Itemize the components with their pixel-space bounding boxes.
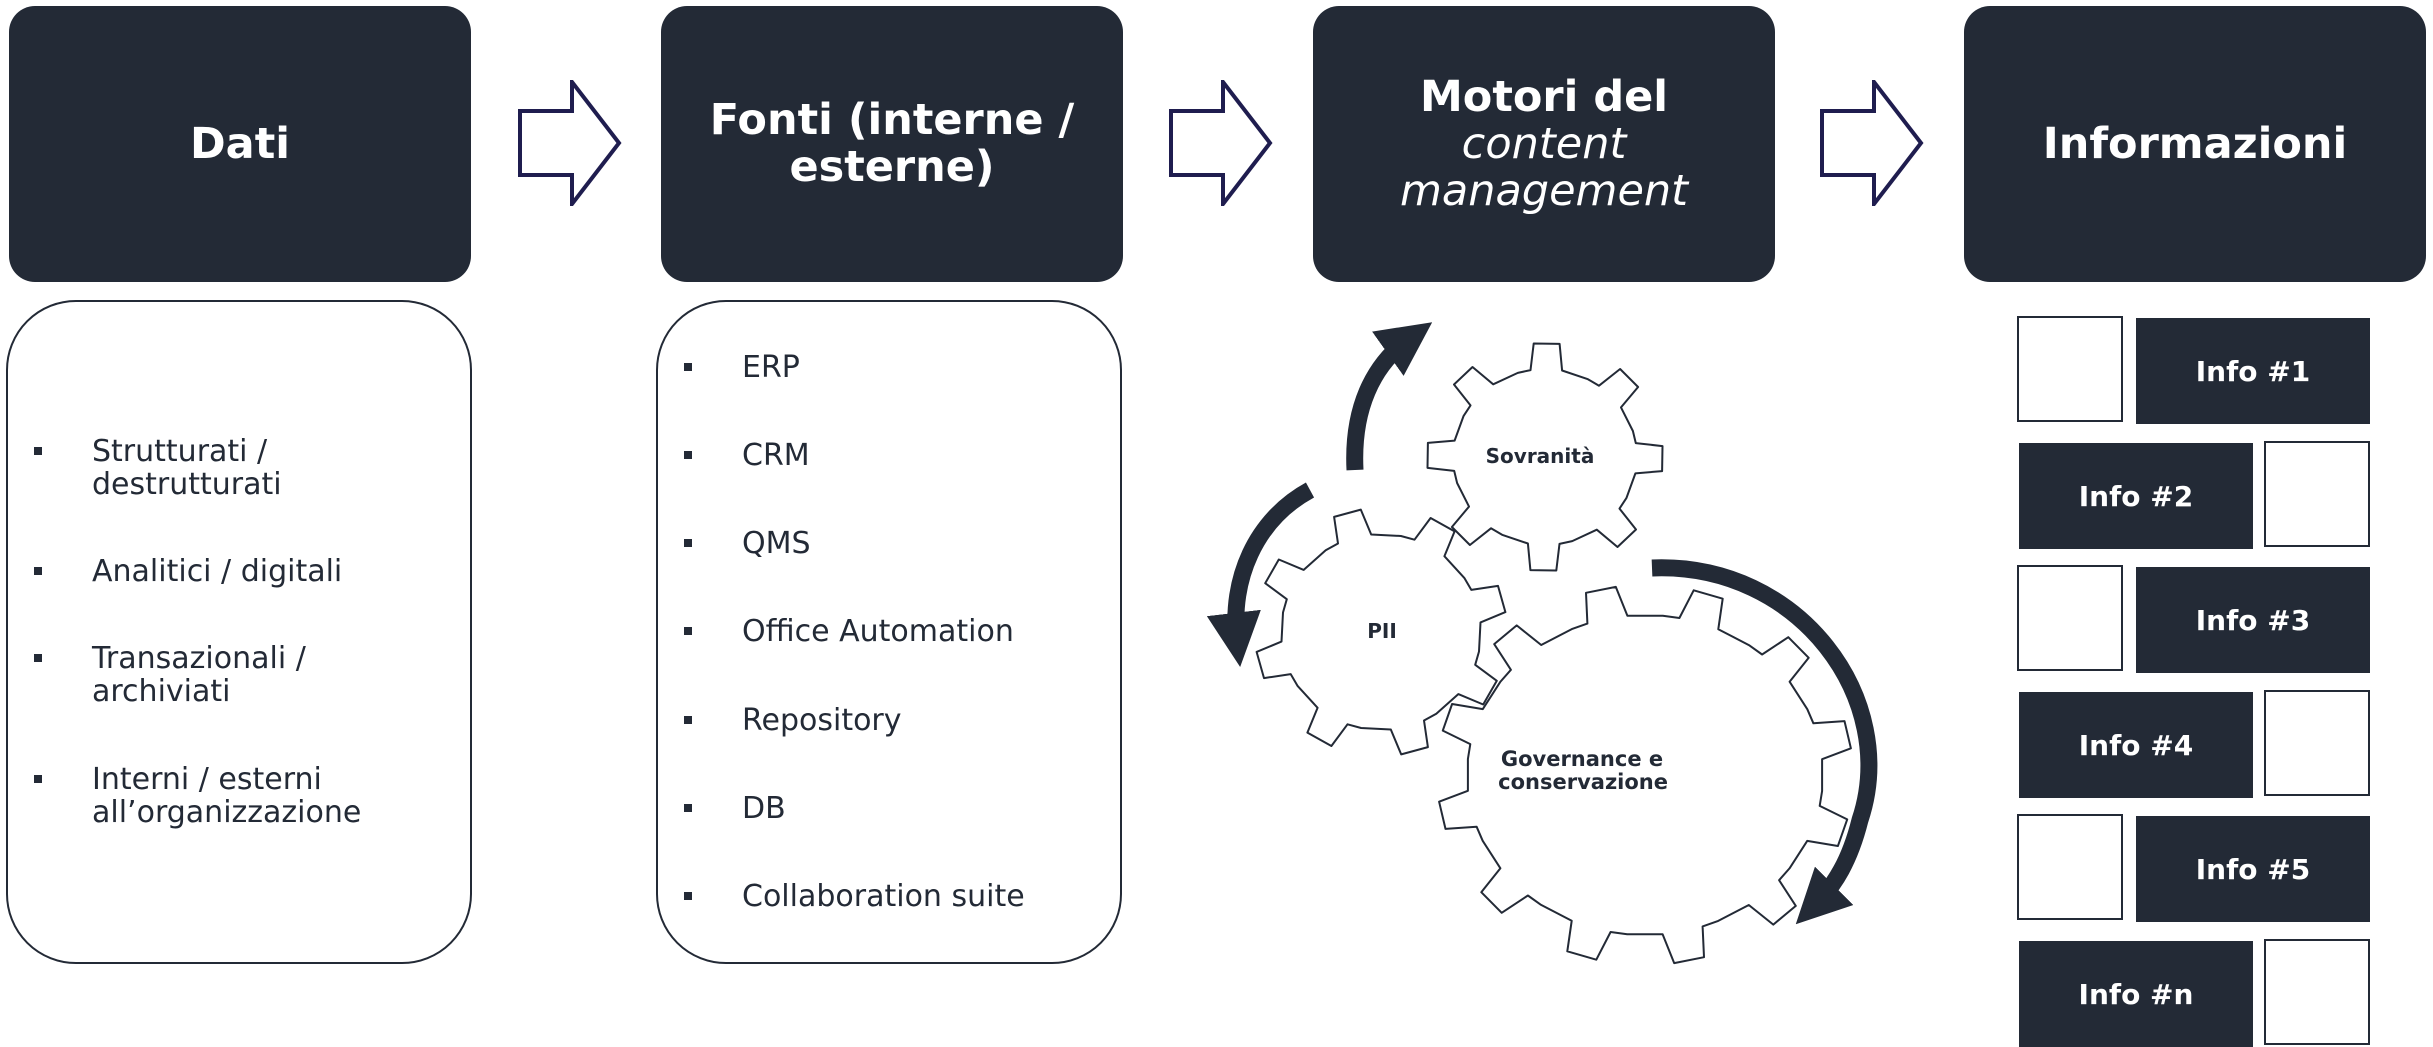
info-item: Info #4 — [2019, 692, 2253, 798]
step-fonti-header: Fonti (interne / esterne) — [661, 6, 1123, 282]
step-fonti-title: Fonti (interne / esterne) — [709, 95, 1075, 192]
gear-label-governance-2: conservazione — [1498, 770, 1668, 794]
fonti-item: Office Automation — [684, 615, 1014, 648]
step-dati-title: Dati — [189, 118, 290, 169]
bullet-icon — [684, 892, 692, 900]
fonti-item: CRM — [684, 439, 810, 472]
gear-label-governance-1: Governance e — [1501, 747, 1663, 771]
bullet-icon — [34, 567, 42, 575]
gear-governance — [1438, 585, 1852, 965]
bullet-icon — [684, 716, 692, 724]
bullet-icon — [684, 804, 692, 812]
right-arrow-icon — [518, 80, 622, 206]
gear-outline — [1426, 342, 1664, 572]
fonti-card — [656, 300, 1122, 964]
gears-illustration: Sovranità PII Governance e conservazione — [1206, 322, 1878, 965]
bullet-icon — [684, 539, 692, 547]
fonti-item: Collaboration suite — [684, 880, 1025, 913]
gear-label-sovranita: Sovranità — [1486, 444, 1595, 468]
bullet-icon — [34, 447, 42, 455]
fonti-item: ERP — [684, 351, 800, 384]
step-dati-header: Dati — [9, 6, 471, 282]
right-arrow-icon — [1820, 80, 1924, 206]
cycle-arrow-icon — [1346, 322, 1433, 471]
fonti-item: Repository — [684, 704, 902, 737]
gear-outline — [1255, 508, 1507, 756]
step-informazioni-header: Informazioni — [1964, 6, 2426, 282]
step-informazioni-title: Informazioni — [2042, 118, 2348, 169]
info-empty-box — [2017, 814, 2123, 920]
bullet-icon — [34, 775, 42, 783]
info-empty-box — [2017, 316, 2123, 422]
cycle-arrow-icon — [1651, 559, 1878, 925]
fonti-item: QMS — [684, 527, 811, 560]
bullet-icon — [684, 451, 692, 459]
step-motori-header: Motori del content management — [1313, 6, 1775, 282]
info-item: Info #5 — [2136, 816, 2370, 922]
gear-sovranita — [1426, 342, 1664, 572]
dati-item: Strutturati / destrutturati — [34, 435, 282, 501]
dati-item: Transazionali / archiviati — [34, 642, 306, 708]
dati-item: Interni / esterni all’organizzazione — [34, 763, 361, 829]
bullet-icon — [684, 627, 692, 635]
info-item: Info #1 — [2136, 318, 2370, 424]
dati-card — [6, 300, 472, 964]
gear-pii — [1255, 508, 1507, 756]
step-motori-title: Motori del content management — [1399, 71, 1689, 216]
info-empty-box — [2264, 690, 2370, 796]
dati-item: Analitici / digitali — [34, 555, 342, 588]
info-item: Info #n — [2019, 941, 2253, 1047]
info-empty-box — [2264, 441, 2370, 547]
info-empty-box — [2264, 939, 2370, 1045]
gear-label-pii: PII — [1367, 619, 1397, 643]
right-arrow-icon — [1169, 80, 1273, 206]
info-empty-box — [2017, 565, 2123, 671]
bullet-icon — [684, 363, 692, 371]
info-item: Info #2 — [2019, 443, 2253, 549]
bullet-icon — [34, 654, 42, 662]
fonti-item: DB — [684, 792, 786, 825]
gear-outline — [1438, 585, 1852, 965]
info-item: Info #3 — [2136, 567, 2370, 673]
cycle-arrow-icon — [1206, 482, 1315, 668]
